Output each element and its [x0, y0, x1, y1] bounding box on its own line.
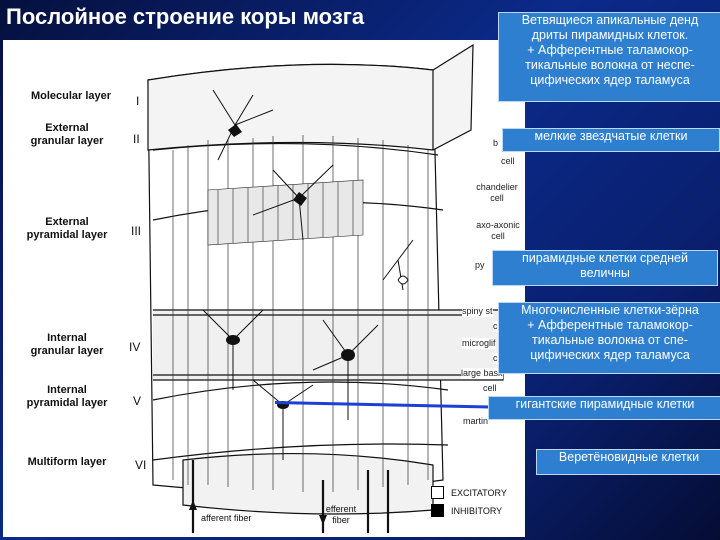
label-axo-axonic-cell: axo-axonic cell — [471, 220, 525, 242]
label-spiny-stellate: spiny st — [462, 306, 493, 317]
cortex-block-illustration — [147, 43, 504, 533]
legend-inhibitory: INHIBITORY — [451, 506, 503, 516]
label-spiny-c: c — [493, 321, 498, 332]
label-microglia: microglif — [462, 338, 496, 349]
label-afferent-fiber: afferent fiber — [201, 513, 252, 523]
excitatory-swatch — [431, 486, 444, 499]
label-martinotti: martin — [463, 416, 489, 427]
layer-numeral-1: I — [136, 94, 140, 108]
layer-name-multiform: Multiform layer — [27, 456, 107, 468]
callout-medium-pyramidal: пирамидные клетки средней величны — [492, 250, 718, 286]
slide-title: Послойное строение коры мозга — [6, 4, 365, 29]
layer-numeral-6: VI — [135, 458, 147, 472]
callout-granule-cells: Многочисленные клетки-зёрна + Афферентны… — [498, 302, 720, 374]
layer-name-internal-granular: Internal granular layer — [30, 332, 104, 357]
label-micro-c: c — [493, 353, 498, 364]
callout-small-stellate: мелкие звездчатые клетки — [502, 128, 720, 152]
label-py: py — [475, 260, 485, 271]
cortex-diagram: Molecular layer External granular layer … — [3, 40, 525, 537]
callout-fusiform: Веретёновидные клетки — [536, 449, 720, 475]
layer-name-external-pyramidal: External pyramidal layer — [26, 216, 108, 241]
callout-giant-pyramidal: гигантские пирамидные клетки — [488, 396, 720, 420]
layer-numeral-4: IV — [129, 340, 141, 354]
callout-apical-dendrites: Ветвящиеся апикальные денд дриты пирамид… — [498, 12, 720, 102]
layer-name-internal-pyramidal: Internal pyramidal layer — [26, 384, 108, 409]
label-cell: cell — [501, 156, 515, 167]
label-large-cell: cell — [483, 383, 497, 394]
layer-numeral-5: V — [133, 394, 142, 408]
layer-name-external-granular: External granular layer — [30, 122, 104, 147]
inhibitory-swatch — [431, 504, 444, 517]
legend-excitatory: EXCITATORY — [451, 488, 507, 498]
label-chandelier-cell: chandelier cell — [471, 182, 523, 204]
layer-numeral-2: II — [133, 132, 140, 146]
layer-name-molecular: Molecular layer — [30, 90, 112, 102]
label-large-basket: large bask — [461, 368, 503, 379]
layer-numeral-3: III — [131, 224, 142, 238]
label-b-cell: b — [493, 138, 499, 149]
label-efferent-fiber: efferent fiber — [325, 504, 357, 525]
